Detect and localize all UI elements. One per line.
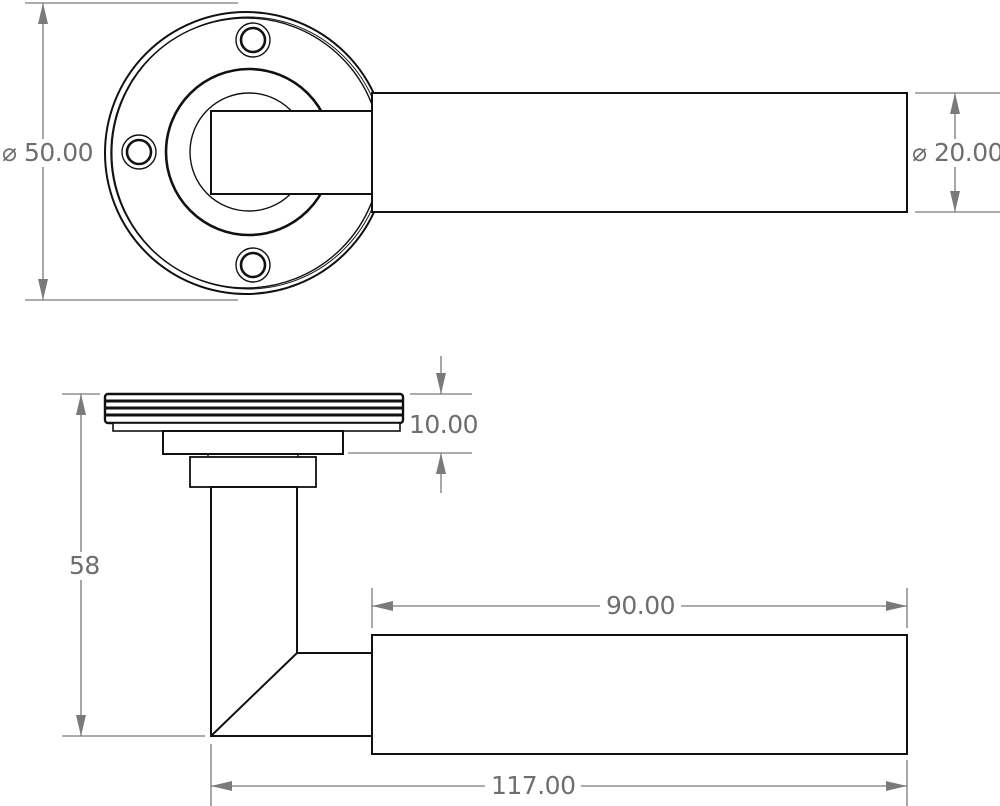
lever-bar-side <box>371 634 908 755</box>
label-rose-diameter: ⌀ 50.00 <box>0 138 96 167</box>
handle-stem <box>210 486 373 737</box>
screw-hole-left <box>121 134 157 170</box>
side-view <box>103 392 908 755</box>
bend-mitre-line <box>210 652 298 737</box>
screw-hole-top <box>235 22 271 58</box>
rose-base-plate <box>112 422 401 432</box>
screw-hole-bottom <box>235 247 271 283</box>
label-projection: 58 <box>66 552 103 580</box>
dimension-projection <box>62 393 205 737</box>
lever-neck <box>210 110 373 195</box>
rose-collar <box>162 430 344 455</box>
rose-threads <box>103 392 405 425</box>
label-lever-length: 90.00 <box>600 592 682 620</box>
dimension-rose-thickness <box>348 356 472 493</box>
label-overall-length: 117.00 <box>485 772 582 800</box>
label-lever-diameter: ⌀ 20.00 <box>911 139 1000 167</box>
neck-collar <box>189 456 317 488</box>
lever-bar <box>371 92 908 213</box>
label-rose-thickness: 10.00 <box>406 411 482 439</box>
front-view <box>104 11 908 295</box>
